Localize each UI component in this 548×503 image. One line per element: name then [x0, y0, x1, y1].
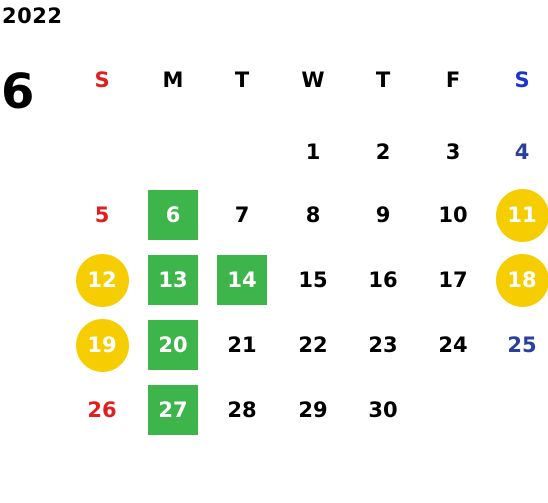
weekday-header-mon: M [162, 68, 184, 92]
day-cell-30[interactable]: 30 [368, 398, 398, 422]
day-cell-16[interactable]: 16 [368, 268, 398, 292]
day-cell-27[interactable]: 27 [148, 385, 198, 435]
month-number: 6 [1, 64, 35, 120]
weekday-header-thu: T [375, 68, 391, 92]
day-cell-1[interactable]: 1 [305, 140, 321, 164]
day-cell-15[interactable]: 15 [298, 268, 328, 292]
day-cell-24[interactable]: 24 [438, 333, 468, 357]
day-cell-17[interactable]: 17 [438, 268, 468, 292]
year-label: 2022 [2, 4, 63, 28]
weekday-header-tue: T [234, 68, 250, 92]
day-cell-21[interactable]: 21 [227, 333, 257, 357]
day-cell-3[interactable]: 3 [445, 140, 461, 164]
day-cell-20[interactable]: 20 [148, 320, 198, 370]
day-cell-7[interactable]: 7 [234, 203, 250, 227]
day-cell-11[interactable]: 11 [495, 188, 548, 242]
day-cell-6[interactable]: 6 [148, 190, 198, 240]
day-cell-2[interactable]: 2 [375, 140, 391, 164]
day-cell-28[interactable]: 28 [227, 398, 257, 422]
day-cell-8[interactable]: 8 [305, 203, 321, 227]
day-cell-18[interactable]: 18 [495, 253, 548, 307]
day-cell-14[interactable]: 14 [217, 255, 267, 305]
day-cell-23[interactable]: 23 [368, 333, 398, 357]
day-cell-29[interactable]: 29 [298, 398, 328, 422]
day-cell-25[interactable]: 25 [507, 333, 537, 357]
day-cell-22[interactable]: 22 [298, 333, 328, 357]
weekday-header-fri: F [445, 68, 461, 92]
day-cell-19[interactable]: 19 [75, 318, 129, 372]
day-cell-13[interactable]: 13 [148, 255, 198, 305]
weekday-header-wed: W [301, 68, 325, 92]
day-cell-26[interactable]: 26 [87, 398, 117, 422]
day-cell-4[interactable]: 4 [514, 140, 530, 164]
weekday-header-sun: S [94, 68, 110, 92]
weekday-header-sat: S [514, 68, 530, 92]
day-cell-5[interactable]: 5 [94, 203, 110, 227]
day-cell-9[interactable]: 9 [375, 203, 391, 227]
day-cell-10[interactable]: 10 [438, 203, 468, 227]
day-cell-12[interactable]: 12 [75, 253, 129, 307]
